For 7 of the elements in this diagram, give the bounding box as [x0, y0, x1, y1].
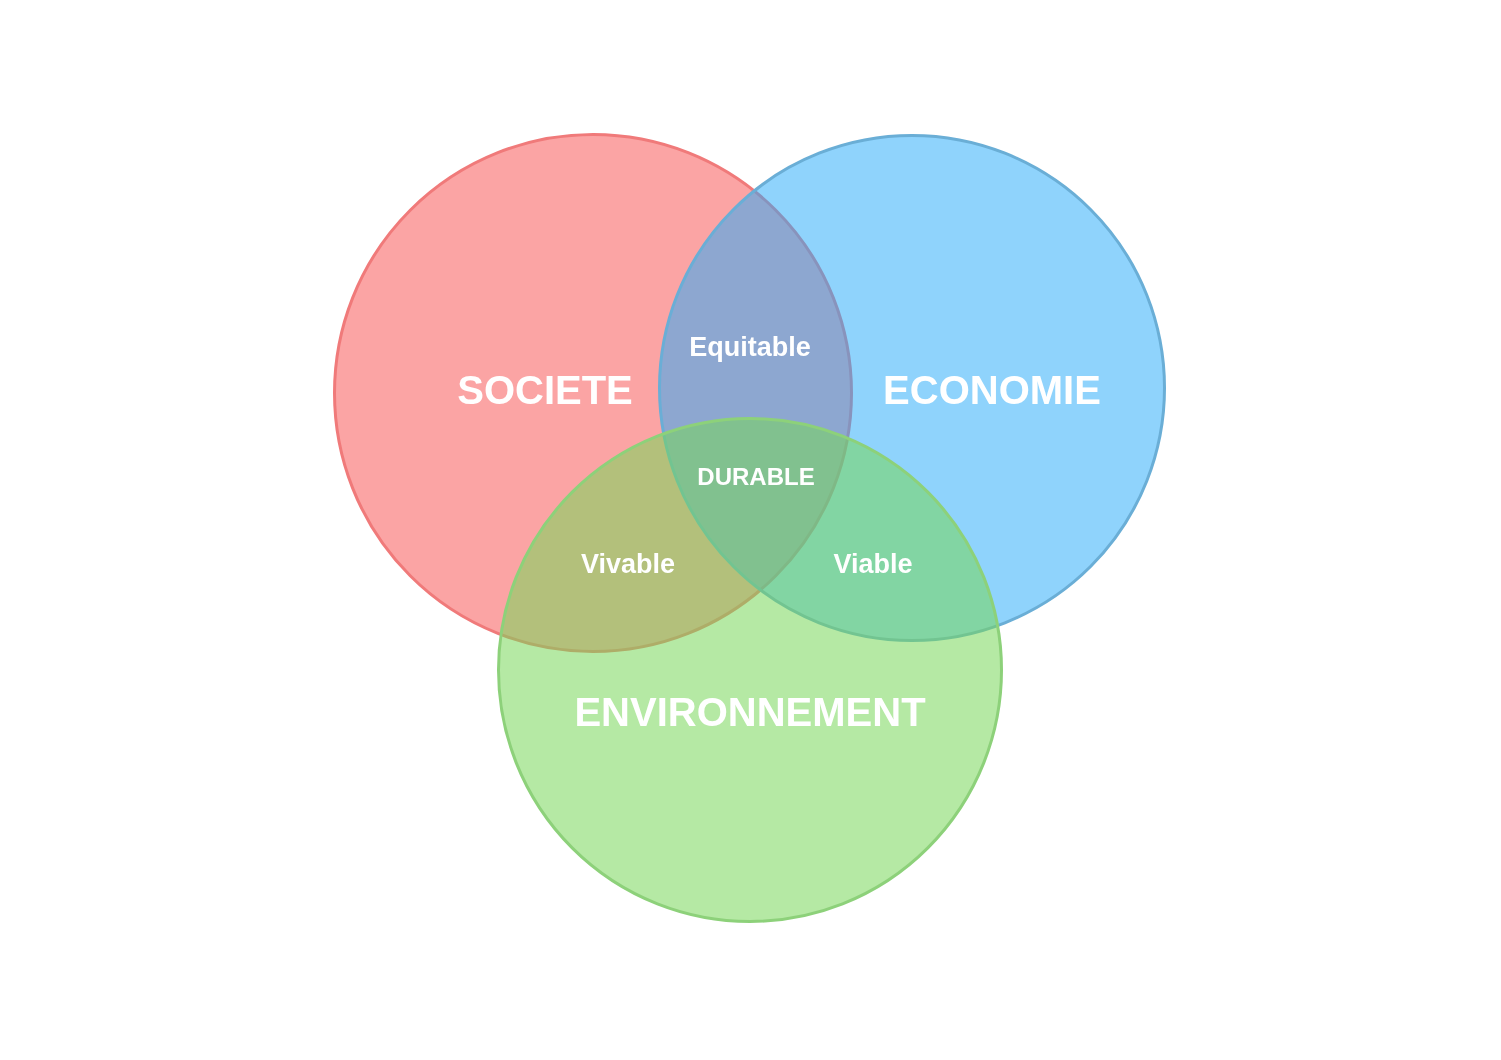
overlap-label: Vivable	[580, 548, 676, 580]
circle-label: ECONOMIE	[883, 367, 1101, 413]
overlap-label: Equitable	[689, 331, 811, 363]
circle-label: ENVIRONNEMENT	[574, 689, 926, 735]
circle-label: SOCIETE	[457, 367, 633, 413]
overlap-label: DURABLE	[697, 463, 815, 491]
overlap-label: Viable	[833, 548, 913, 580]
